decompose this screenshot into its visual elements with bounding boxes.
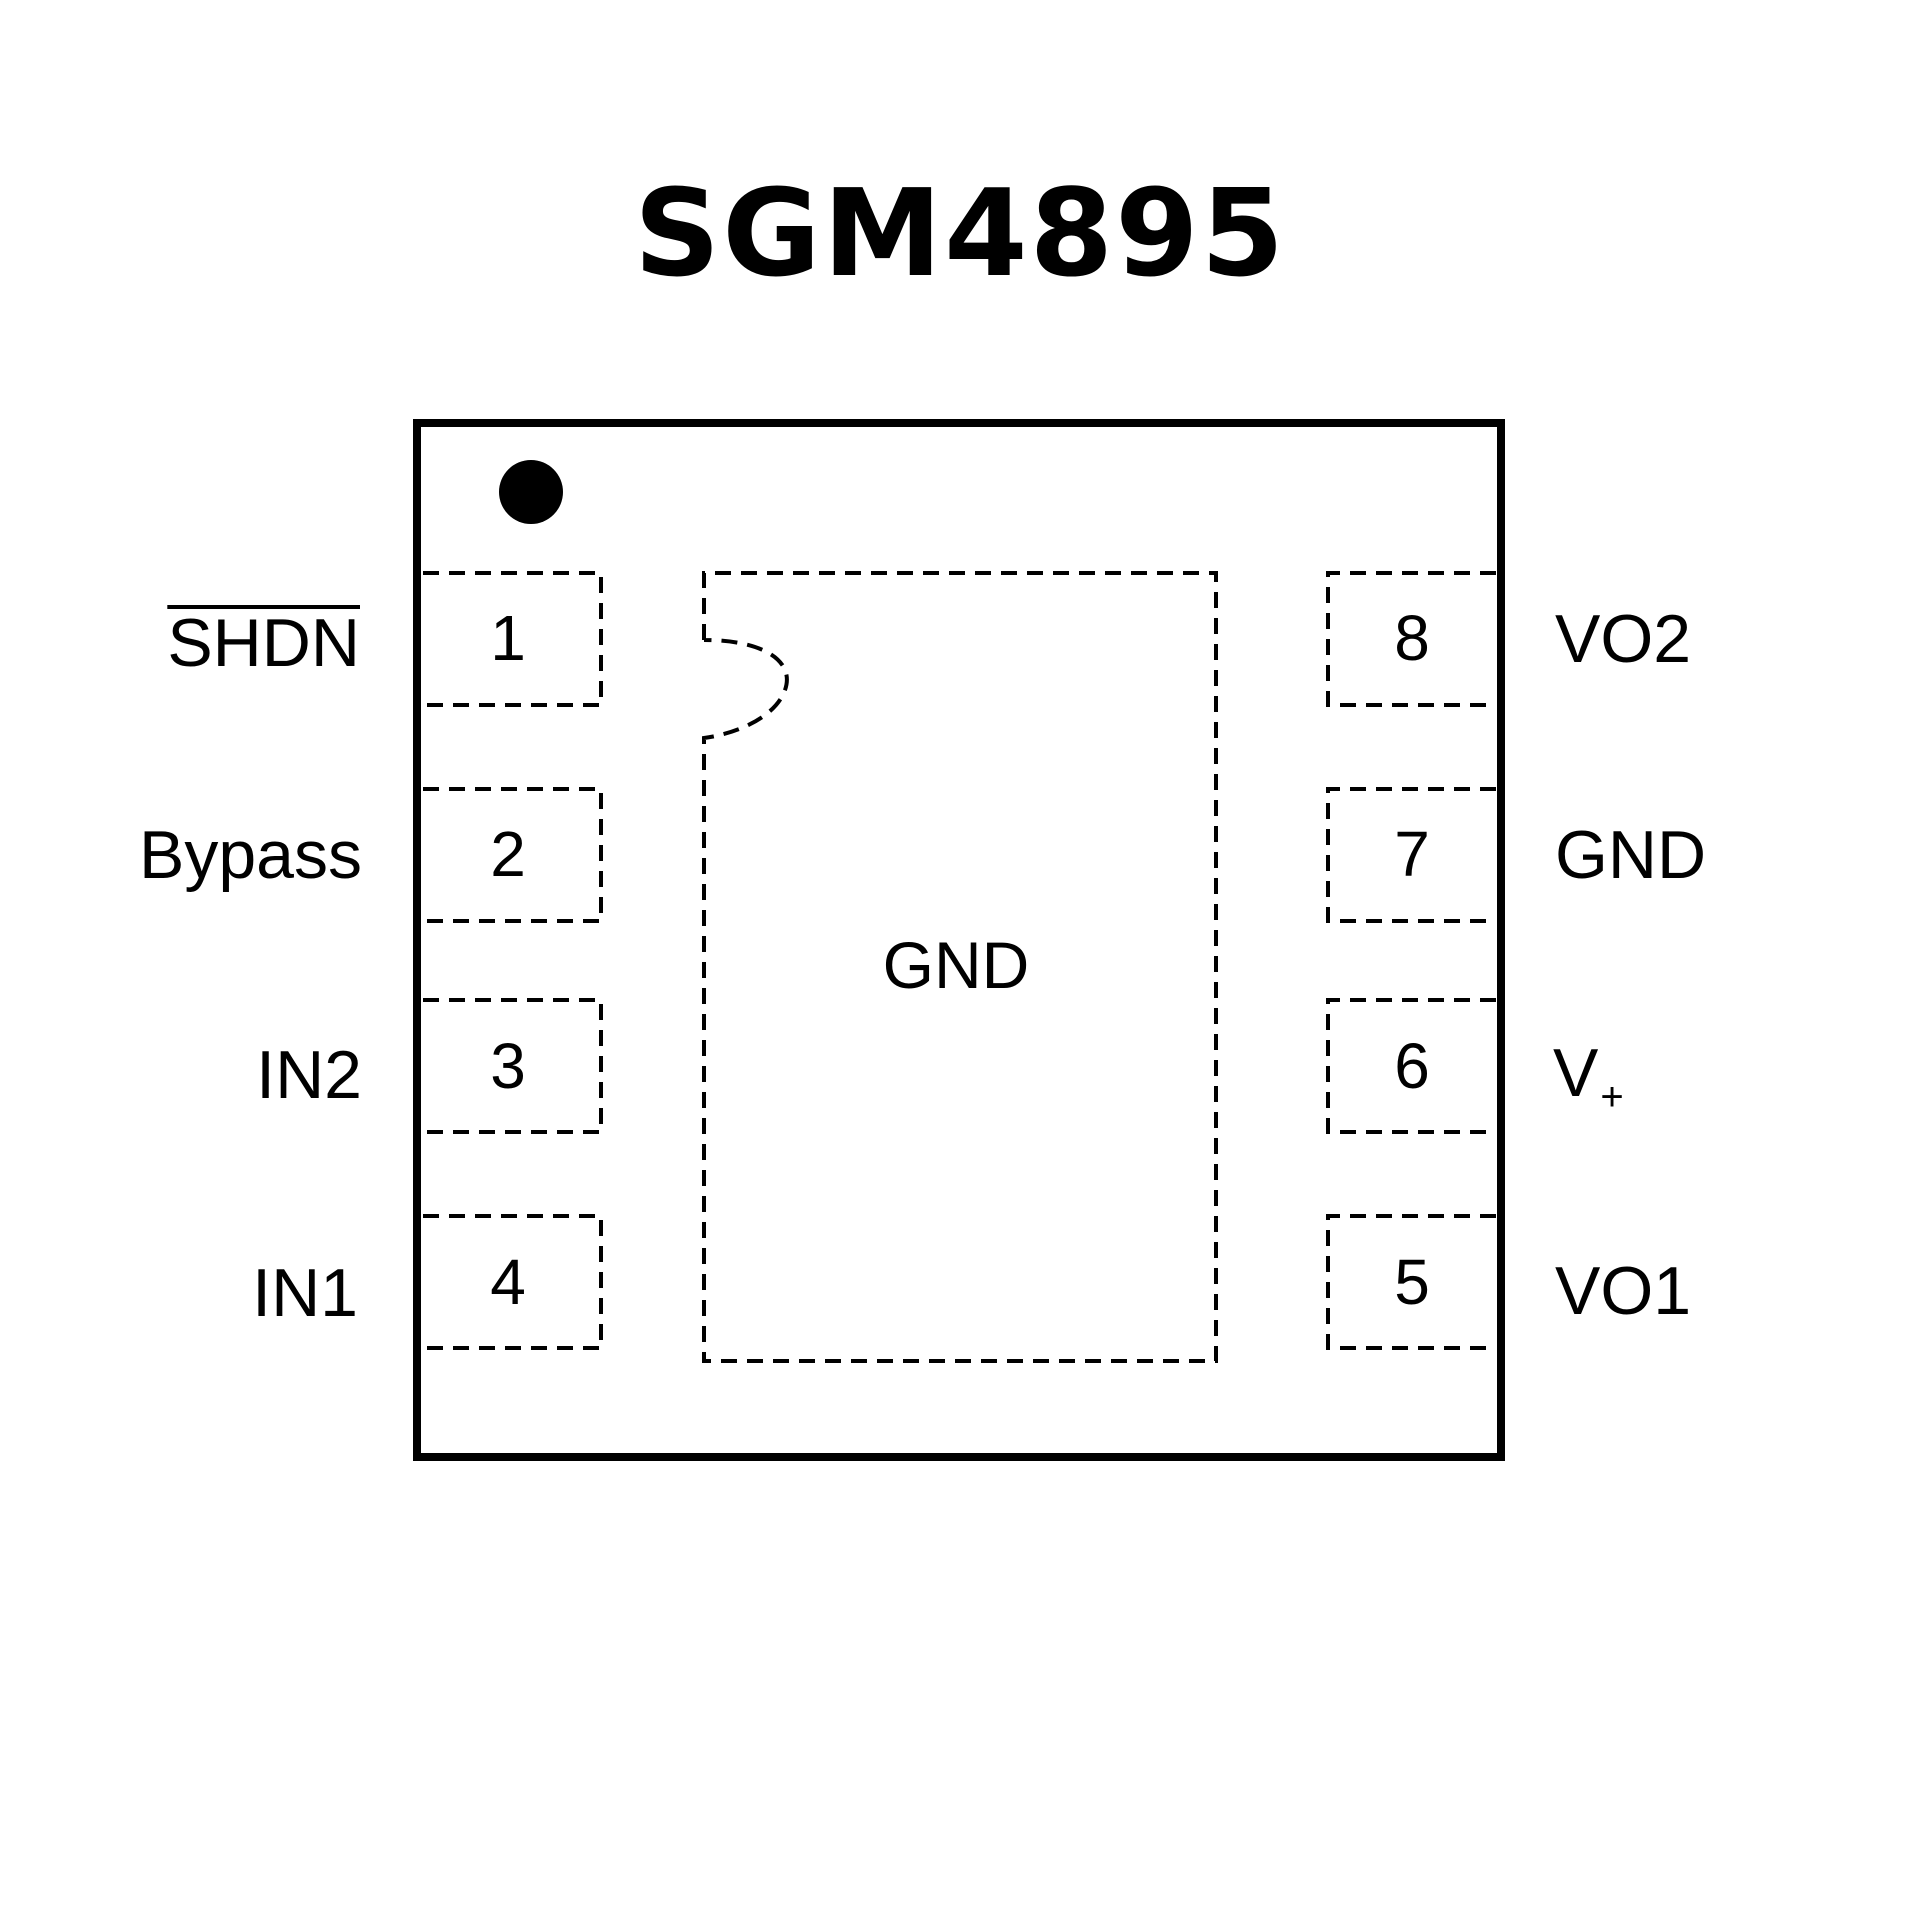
- pin-6: 6 V+: [1326, 998, 1624, 1134]
- pin-6-number: 6: [1394, 1030, 1430, 1102]
- pin-2-pad: [423, 787, 603, 923]
- pin-1: 1 SHDN: [167, 571, 603, 707]
- pin-5-label: VO1: [1555, 1253, 1691, 1329]
- pin-4: 4 IN1: [252, 1214, 603, 1350]
- pin1-indicator-dot: [499, 460, 563, 524]
- pin-1-label: SHDN: [167, 605, 360, 681]
- pin-8-label: VO2: [1555, 601, 1691, 677]
- pin-8: 8 VO2: [1326, 571, 1691, 707]
- pin-8-pad: [1326, 571, 1496, 707]
- pin-1-pad: [423, 571, 603, 707]
- pin-6-label-main: V: [1553, 1035, 1599, 1111]
- pin-8-number: 8: [1394, 602, 1430, 674]
- pin-1-number: 1: [490, 602, 526, 674]
- pin-3-number: 3: [490, 1030, 526, 1102]
- pin-6-label: V+: [1553, 1035, 1624, 1119]
- pin-7-number: 7: [1394, 818, 1430, 890]
- pin-7-label: GND: [1555, 817, 1706, 893]
- pin-2-label: Bypass: [139, 817, 362, 893]
- pin-7: 7 GND: [1326, 787, 1706, 923]
- pin-3: 3 IN2: [256, 998, 603, 1134]
- pin-5: 5 VO1: [1326, 1214, 1691, 1350]
- pin-3-pad: [423, 998, 603, 1134]
- pin-4-number: 4: [490, 1246, 526, 1318]
- pin-6-pad: [1326, 998, 1496, 1134]
- exposed-pad-label: GND: [883, 928, 1030, 1002]
- pin-6-label-subscript: +: [1600, 1075, 1623, 1119]
- chip-title: SGM4895: [633, 165, 1287, 304]
- pin-5-pad: [1326, 1214, 1496, 1350]
- pin-4-label: IN1: [252, 1255, 358, 1331]
- exposed-pad-outline: [702, 571, 1218, 1363]
- pin-5-number: 5: [1394, 1246, 1430, 1318]
- pin-4-pad: [423, 1214, 603, 1350]
- pin-2-number: 2: [490, 818, 526, 890]
- package-outline: [413, 419, 1505, 1461]
- pin-2: 2 Bypass: [139, 787, 603, 923]
- pin-7-pad: [1326, 787, 1496, 923]
- pin-3-label: IN2: [256, 1037, 362, 1113]
